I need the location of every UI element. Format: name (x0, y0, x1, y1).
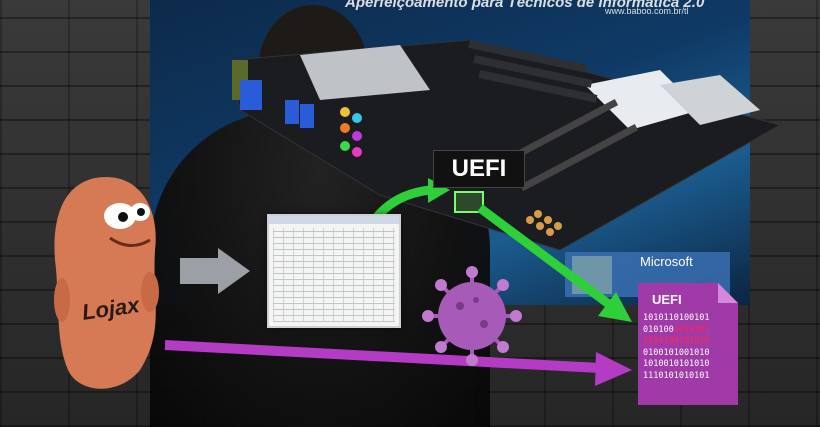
green-arrow-down (477, 204, 613, 309)
uefi-chip-label: UEFI (433, 150, 525, 188)
banner-title: Aperfeiçoamento para Técnicos de Informá… (345, 0, 705, 11)
software-window (267, 214, 401, 328)
lojax-mascot (54, 176, 159, 389)
binary-line: 0101001010101 (643, 324, 710, 335)
binary-line: 1010110100101 (643, 313, 710, 323)
motherboard (231, 39, 782, 251)
gray-arrow (180, 248, 250, 294)
purple-arrow (164, 340, 601, 373)
window-titlebar (269, 216, 399, 224)
bios-chip (454, 191, 484, 213)
banner-url: www.baboo.com.br/tl (605, 6, 689, 16)
binary-line: 1010100101010 (643, 336, 710, 346)
binary-line: 1110101010101 (643, 370, 710, 381)
binary-line: 0100101001010 (643, 347, 710, 358)
virus-icon (422, 266, 522, 366)
uefi-document-icon (638, 283, 738, 405)
doc-title: UEFI (652, 292, 682, 307)
binary-line: 1010010101010 (643, 359, 710, 369)
banner: Aperfeiçoamento para Técnicos de Informá… (345, 0, 745, 22)
binary-code: 1010110100101 0101001010101 101010010101… (643, 313, 710, 382)
window-content (273, 228, 395, 322)
microsoft-logo: Microsoft (640, 254, 693, 269)
